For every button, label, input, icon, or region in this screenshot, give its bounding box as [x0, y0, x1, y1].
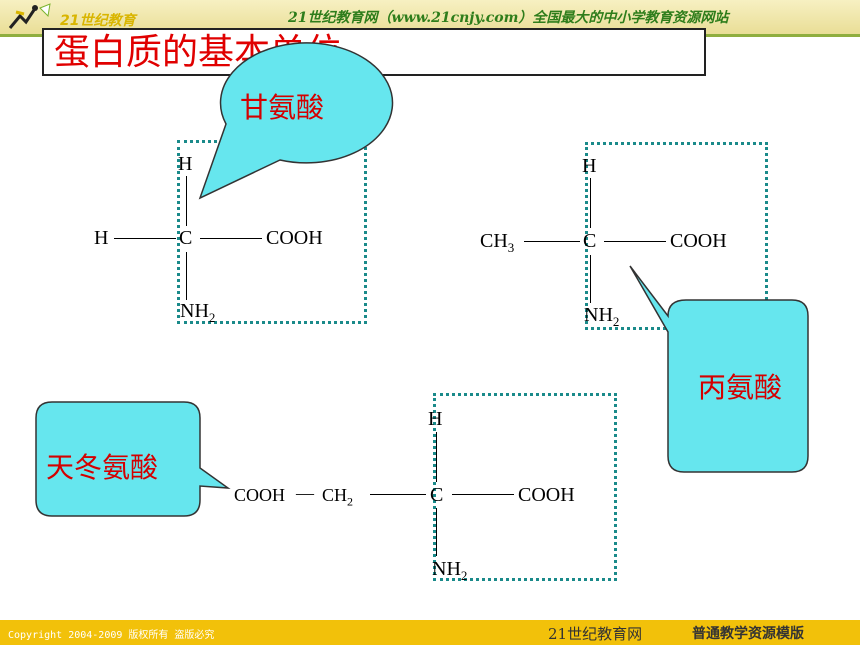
- alanine-bond-bottom: [590, 255, 591, 303]
- footer-site-name: 21世纪教育网: [548, 625, 643, 643]
- aspartic-bond-left: [370, 494, 426, 495]
- runner-icon: [8, 3, 51, 29]
- aspartic-highlight-box: [433, 393, 617, 581]
- aspartic-nh2-subscript: 2: [460, 568, 468, 583]
- aspartic-cooh-left: COOH: [234, 485, 286, 505]
- glycine-carbon: C: [179, 227, 193, 249]
- alanine-ch3: CH3: [480, 230, 514, 259]
- aspartic-ch2: CH2: [322, 484, 353, 513]
- logo-text: 21世纪教育: [60, 13, 136, 29]
- copyright-text: Copyright 2004-2009 版权所有 盗版必究: [8, 630, 215, 641]
- aspartic-nh2: NH2: [432, 558, 467, 587]
- alanine-nh: NH: [584, 304, 613, 326]
- alanine-nh2-subscript: 2: [612, 314, 620, 329]
- alanine-cooh: COOH: [670, 230, 727, 252]
- aspartic-callout-label: 天冬氨酸: [46, 451, 159, 484]
- aspartic-cooh: COOH: [518, 484, 575, 506]
- aspartic-nh: NH: [432, 558, 461, 580]
- title-box: 蛋白质的基本单位: [42, 28, 706, 76]
- aspartic-dash: —: [296, 483, 314, 503]
- glycine-bond-left: [114, 238, 176, 239]
- slide-title: 蛋白质的基本单位: [54, 32, 343, 73]
- aspartic-carbon: C: [430, 484, 444, 506]
- alanine-ch: CH: [480, 230, 508, 252]
- alanine-nh2: NH2: [584, 304, 619, 333]
- glycine-bond-right: [200, 238, 262, 239]
- glycine-cooh: COOH: [266, 227, 323, 249]
- footer-template-name: 普通教学资源模版: [692, 626, 804, 642]
- alanine-bond-top: [590, 178, 591, 228]
- alanine-bond-left: [524, 241, 580, 242]
- alanine-carbon: C: [583, 230, 597, 252]
- glycine-nh2: NH2: [180, 300, 215, 329]
- site-title: 21世纪教育网（www.21cnjy.com）全国最大的中小学教育资源网站: [288, 10, 729, 26]
- aspartic-bond-right: [452, 494, 514, 495]
- glycine-nh: NH: [180, 300, 209, 322]
- footer-bar: [0, 620, 860, 645]
- site-logo: 21世纪教育: [4, 2, 154, 32]
- aspartic-ch: CH: [322, 485, 348, 505]
- aspartic-bond-bottom: [436, 508, 437, 556]
- aspartic-bond-top: [436, 432, 437, 482]
- alanine-ch3-subscript: 3: [507, 240, 515, 255]
- alanine-bond-right: [604, 241, 666, 242]
- glycine-h-left: H: [94, 227, 109, 249]
- glycine-bond-top: [186, 176, 187, 226]
- glycine-h-top: H: [178, 153, 193, 175]
- glycine-bond-bottom: [186, 252, 187, 300]
- aspartic-h-top: H: [428, 408, 443, 430]
- alanine-h-top: H: [582, 155, 597, 177]
- aspartic-ch2-subscript: 2: [347, 494, 354, 509]
- glycine-callout-label: 甘氨酸: [240, 91, 325, 124]
- glycine-nh2-subscript: 2: [208, 310, 216, 325]
- alanine-callout-label: 丙氨酸: [698, 371, 783, 404]
